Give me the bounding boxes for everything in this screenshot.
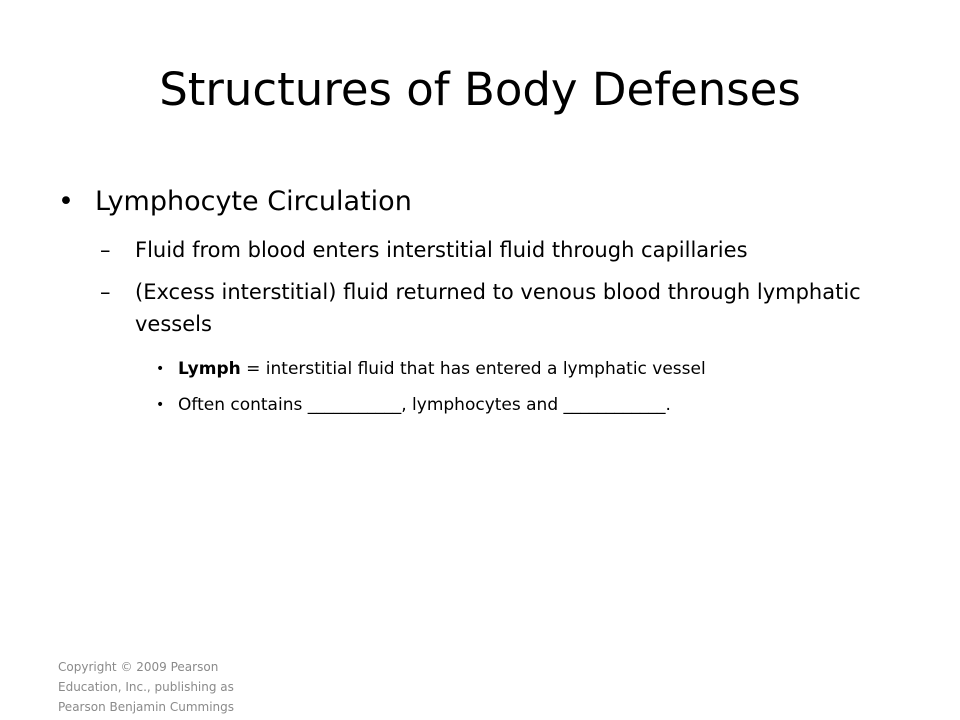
bullet-text: Lymphocyte Circulation [95,186,412,217]
sub-bullet-fluid-enters: – Fluid from blood enters interstitial f… [58,234,908,266]
third-level-group: • Lymph = interstitial fluid that has en… [58,356,908,418]
copyright-notice: Copyright © 2009 Pearson Education, Inc.… [58,660,235,714]
sub-bullet-fluid-returned: – (Excess interstitial) fluid returned t… [58,276,908,340]
bullet-icon: • [58,186,74,217]
slide-title: Structures of Body Defenses [159,63,801,116]
sub-bullet-text: Fluid from blood enters interstitial flu… [135,238,748,262]
lymph-definition: = interstitial fluid that has entered a … [240,359,706,379]
third-bullet-often-contains: • Often contains ___________, lymphocyte… [58,392,908,418]
bullet-icon: • [156,397,165,413]
sub-bullet-group: – Fluid from blood enters interstitial f… [58,234,908,340]
sub-bullet-text: (Excess interstitial) fluid returned to … [135,280,861,336]
often-contains-text: Often contains ___________, lymphocytes … [178,395,671,415]
bullet-lymphocyte-circulation: • Lymphocyte Circulation [58,184,908,220]
third-bullet-lymph-definition: • Lymph = interstitial fluid that has en… [58,356,908,382]
dash-icon: – [100,238,111,262]
bullet-icon: • [156,361,165,377]
slide-content: • Lymphocyte Circulation – Fluid from bl… [58,184,908,428]
lymph-term: Lymph [178,359,241,379]
dash-icon: – [100,280,111,304]
